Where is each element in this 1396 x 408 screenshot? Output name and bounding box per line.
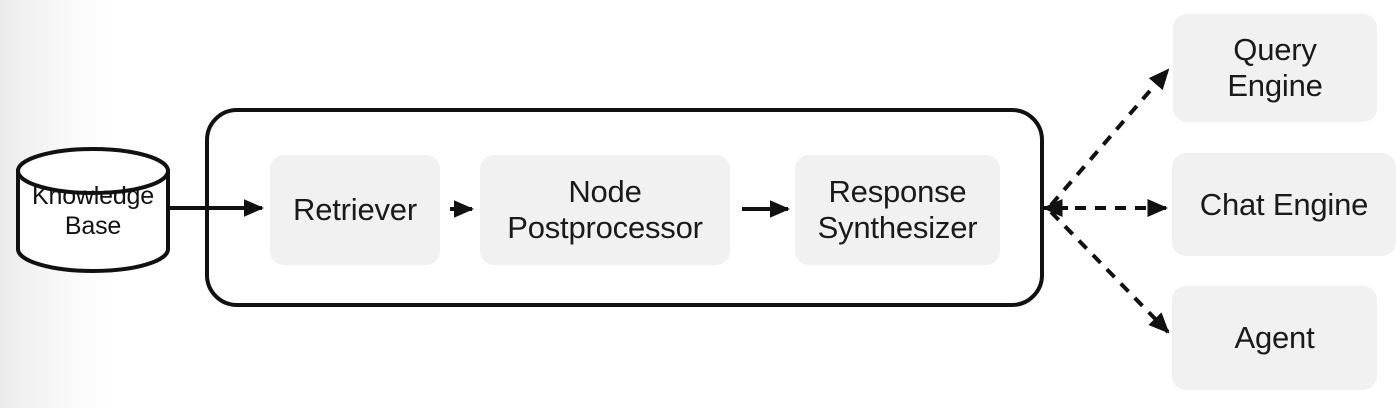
connector-pipeline-to-agent [1049,210,1170,334]
stage-box-node-postprocessor[interactable]: Node Postprocessor [480,155,730,265]
consumer-label-chat-engine: Chat Engine [1199,186,1369,222]
knowledge-base-label: Knowledge Base [32,182,154,240]
connector-pipeline-to-query-engine [1049,68,1170,207]
stage-box-retriever[interactable]: Retriever [270,155,440,265]
stage-label-response-synthesizer: Response Synthesizer [817,174,978,245]
knowledge-base-cylinder [16,147,170,273]
consumer-box-query-engine[interactable]: Query Engine [1173,14,1377,122]
consumer-box-agent[interactable]: Agent [1172,286,1377,390]
stage-label-retriever: Retriever [293,192,417,228]
stage-label-node-postprocessor: Node Postprocessor [507,174,703,245]
consumer-label-agent: Agent [1234,320,1315,356]
consumer-label-query-engine: Query Engine [1227,32,1323,103]
stage-box-response-synthesizer[interactable]: Response Synthesizer [795,155,1000,265]
consumer-box-chat-engine[interactable]: Chat Engine [1172,153,1396,256]
